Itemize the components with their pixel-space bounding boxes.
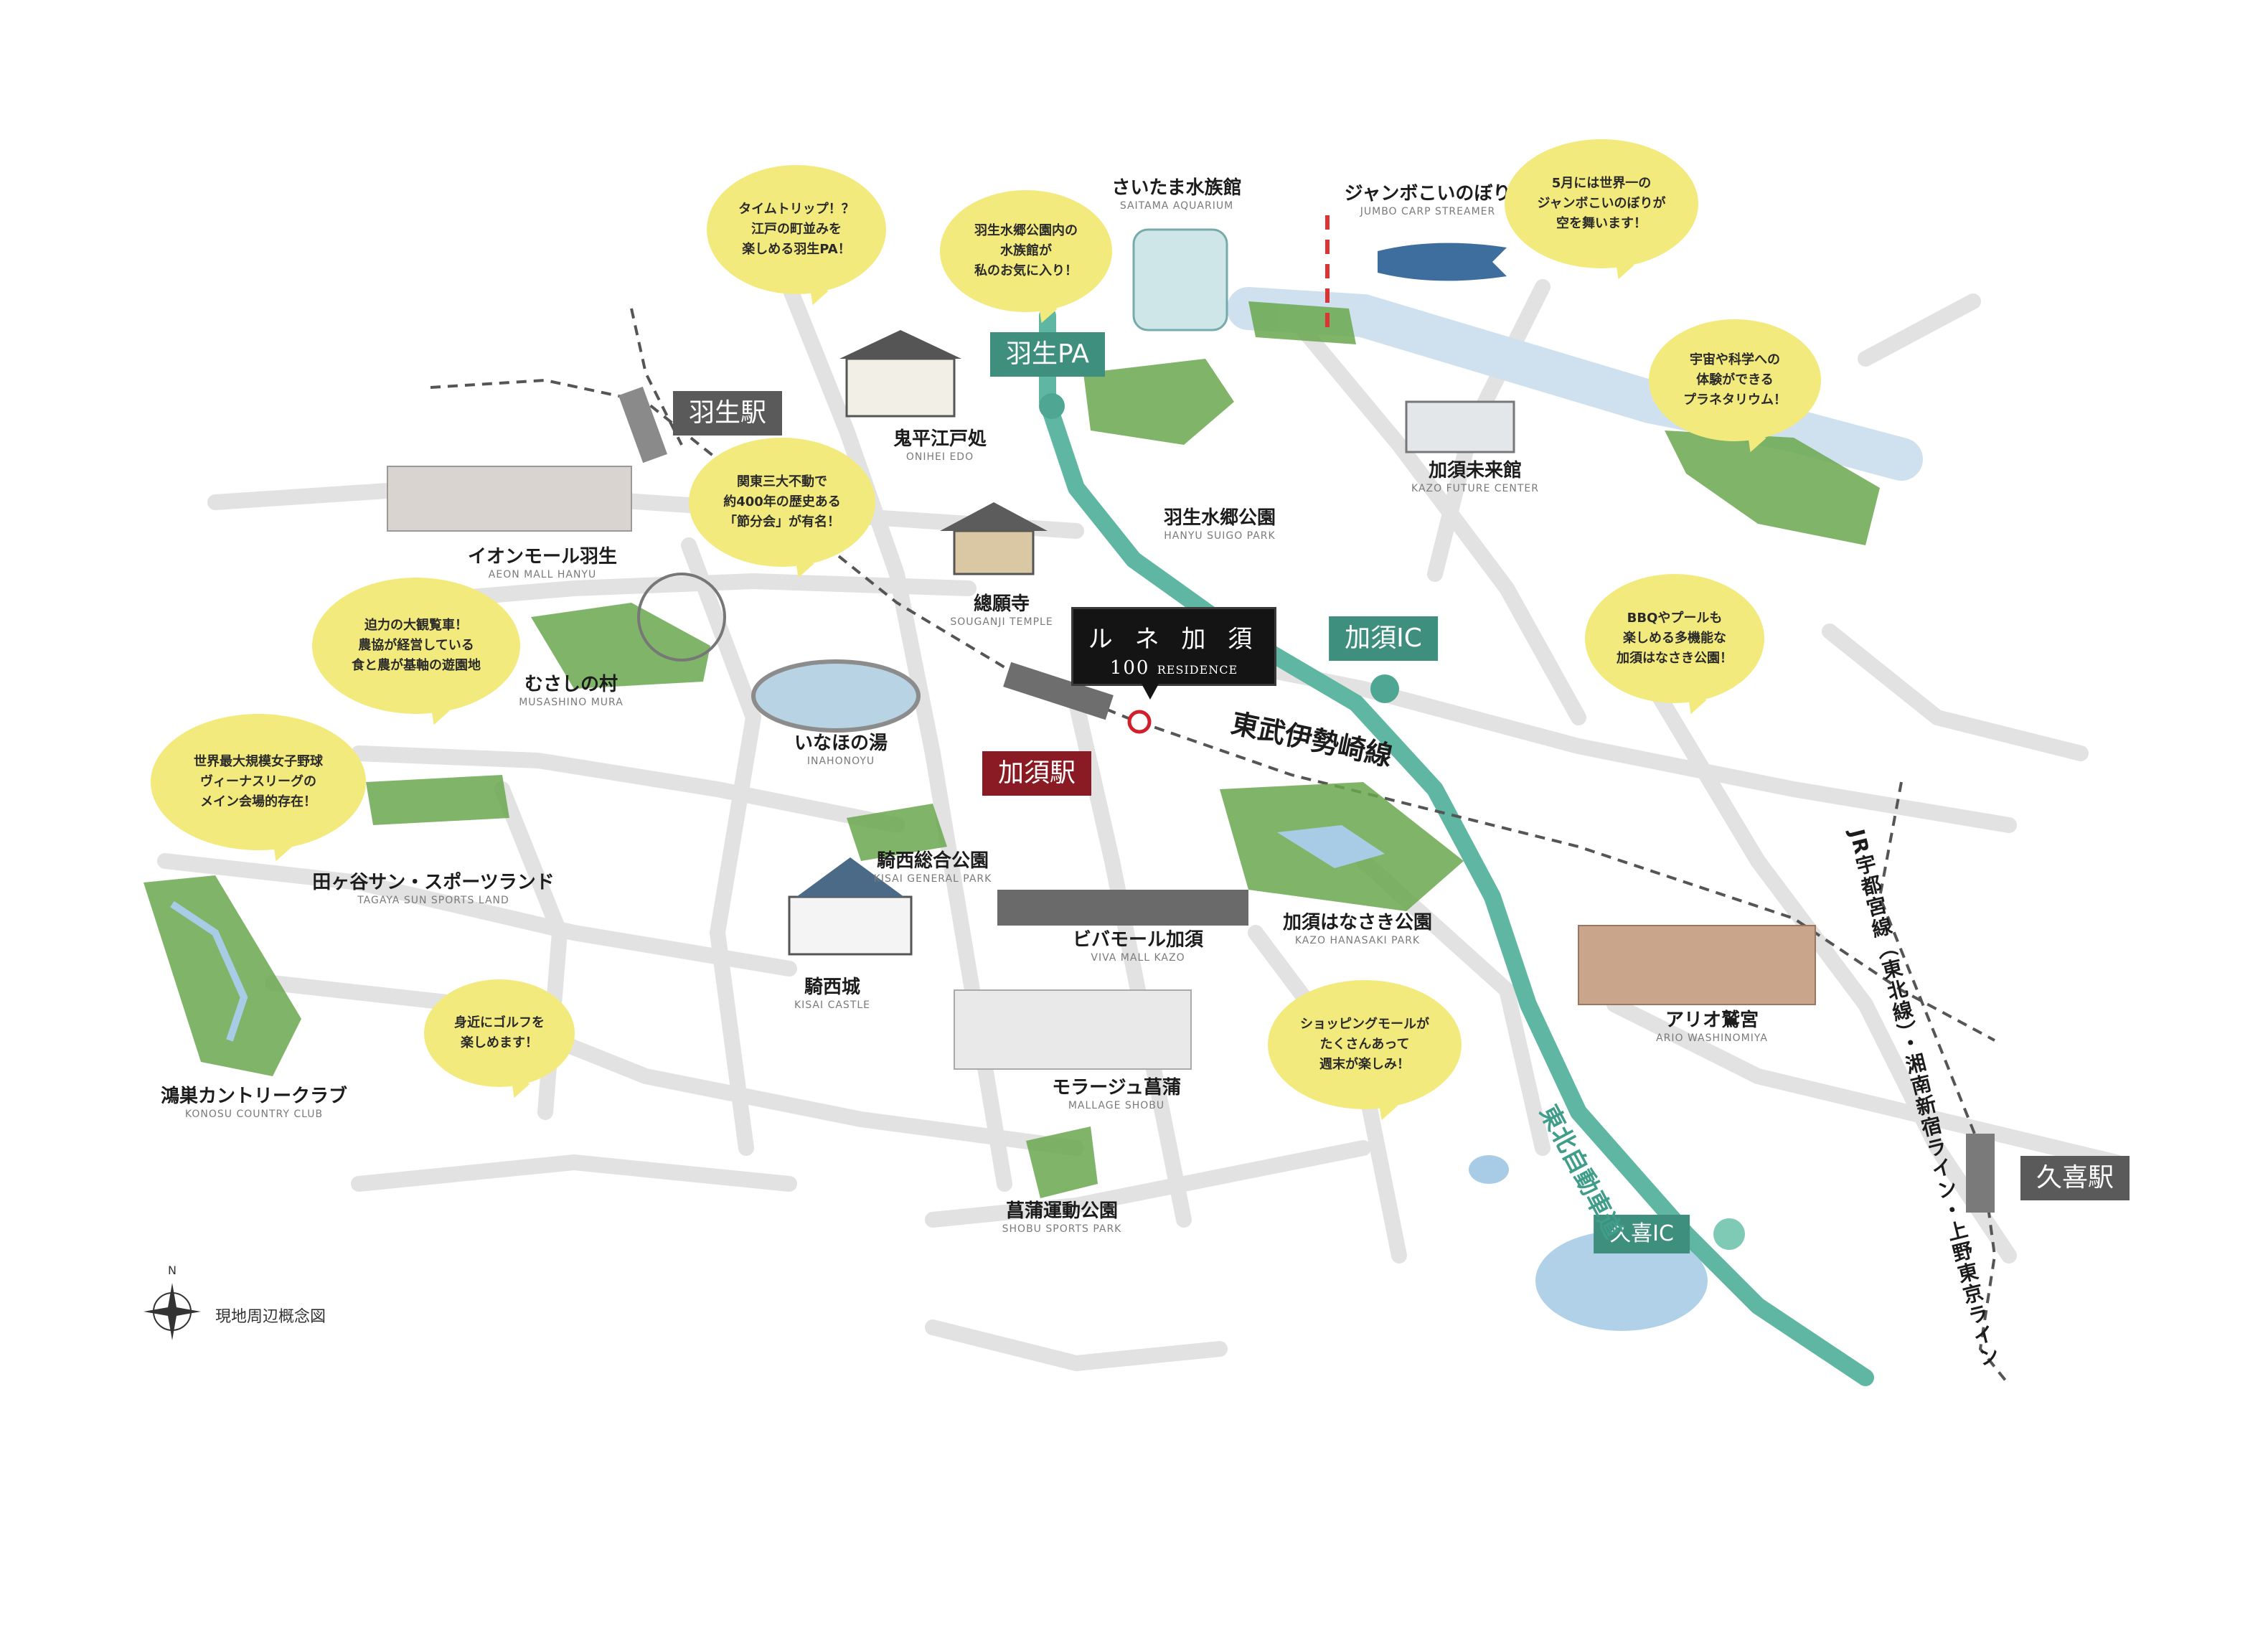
residence-name-en: 100 RESIDENCE: [1109, 657, 1238, 679]
bubble-future: 宇宙や科学への 体験ができる プラネタリウム！: [1649, 319, 1821, 441]
hanyu-pa-sign: 羽生PA: [989, 332, 1106, 377]
kuki-ic-sign: 久喜IC: [1594, 1215, 1690, 1253]
kuki-ic-node: [1713, 1218, 1745, 1250]
hanasaki-pool: [1277, 825, 1385, 868]
hanyu-station-block: [618, 386, 668, 464]
hanyu-branch-railway: [630, 308, 683, 446]
kazo-station-block: [1003, 662, 1114, 720]
bubble-aquarium: 羽生水郷公園内の 水族館が 私のお気に入り！: [940, 190, 1112, 312]
kazo-ic-sign: 加須IC: [1329, 616, 1438, 661]
compass-north-label: N: [168, 1264, 177, 1277]
bubble-carp: 5月には世界一の ジャンボこいのぼりが 空を舞います！: [1505, 139, 1698, 268]
pond-shape: [1535, 1231, 1708, 1331]
hanyu-pa-node: [1039, 393, 1065, 419]
building-illustrations: [387, 228, 1816, 1070]
bubble-musashino: 迫力の大観覧車！ 農協が経営している 食と農が基軸の遊園地: [312, 578, 520, 714]
kazo-ic-node: [1370, 674, 1399, 703]
kazo-station-sign: 加須駅: [982, 751, 1092, 796]
green-areas: [143, 301, 1880, 1198]
compass-rose: [143, 1283, 201, 1340]
tobu-isesaki-railway: [430, 378, 1995, 1042]
bubble-mallage: ショッピングモールが たくさんあって 週末が楽しみ！: [1268, 980, 1462, 1109]
kuki-station-sign: 久喜駅: [2020, 1156, 2130, 1200]
residence-name-jp: ル ネ 加 須: [1088, 625, 1260, 654]
golf-course-water: [170, 900, 248, 1042]
residence-label: ル ネ 加 須 100 RESIDENCE: [1071, 607, 1276, 700]
hanyu-station-sign: 羽生駅: [672, 391, 783, 436]
bubble-tagaya: 世界最大規模女子野球 ヴィーナスリーグの メイン会場的存在！: [151, 714, 366, 850]
pond-shape: [1469, 1155, 1509, 1184]
residence-location-marker: [1127, 710, 1152, 734]
kuki-station-block: [1966, 1134, 1995, 1213]
bubble-golf: 身近にゴルフを 楽しめます！: [424, 979, 575, 1087]
carp-streamer: [1378, 243, 1507, 281]
bubble-sougan: 関東三大不動で 約400年の歴史ある 「節分会」が有名！: [689, 438, 875, 567]
map-caption: 現地周辺概念図: [215, 1308, 326, 1326]
bubble-onihei: タイムトリップ！？ 江戸の町並みを 楽しめる羽生PA！: [707, 165, 886, 294]
bubble-hanasaki: BBQやプールも 楽しめる多機能な 加須はなさき公園！: [1585, 574, 1764, 703]
